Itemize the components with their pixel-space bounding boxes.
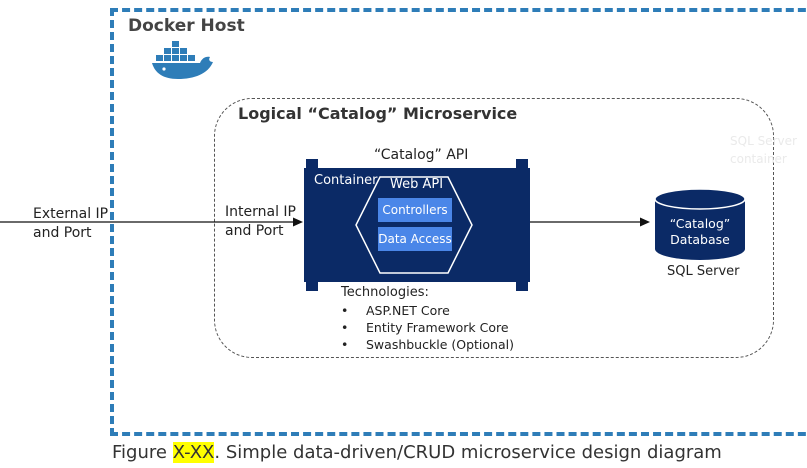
internal-port-line: and Port <box>225 223 284 239</box>
container-tab <box>516 282 528 291</box>
external-ip-label: External IP and Port <box>33 205 108 243</box>
bullet: • <box>341 320 349 335</box>
faint-text-line: SQL Server <box>730 134 797 148</box>
external-ip-line: External IP <box>33 206 109 222</box>
data-access-layer: Data Access <box>378 227 452 251</box>
microservice-title: Logical “Catalog” Microservice <box>238 104 518 123</box>
external-port-line: and Port <box>33 225 92 241</box>
technology-name: ASP.NET Core <box>366 303 450 318</box>
controllers-layer: Controllers <box>378 198 452 222</box>
technology-name: Entity Framework Core <box>366 320 509 335</box>
container-tab <box>516 159 528 168</box>
web-api-hexagon <box>355 176 473 274</box>
technology-name: Swashbuckle (Optional) <box>366 337 514 352</box>
container-box <box>304 168 530 282</box>
bullet: • <box>341 303 349 318</box>
database-label: “Catalog” Database <box>656 216 744 248</box>
figure-caption: Figure X-XX. Simple data-driven/CRUD mic… <box>112 442 722 463</box>
external-arrow-head <box>293 217 303 227</box>
technology-item: • Swashbuckle (Optional) <box>341 336 514 353</box>
container-tab <box>306 282 318 291</box>
faint-sql-server-container-text: SQL Server container <box>730 132 797 168</box>
internal-ip-label: Internal IP and Port <box>225 203 296 241</box>
docker-host-title: Docker Host <box>128 16 245 36</box>
web-api-label: Web API <box>390 177 444 192</box>
technologies-list: • ASP.NET Core • Entity Framework Core • Sw… <box>341 302 514 353</box>
container-tab <box>306 159 318 168</box>
caption-text: . Simple data-driven/CRUD microservice d… <box>214 442 722 463</box>
technology-item: • ASP.NET Core <box>341 302 514 319</box>
technology-item: • Entity Framework Core <box>341 319 514 336</box>
internal-ip-line: Internal IP <box>225 204 296 220</box>
database-arrow-head <box>640 217 650 227</box>
container-label: Container <box>314 173 378 188</box>
microservice-boundary <box>214 98 774 358</box>
database-cylinder-icon <box>654 188 746 260</box>
bullet: • <box>341 337 349 352</box>
faint-text-line: container <box>730 152 787 166</box>
docker-whale-icon <box>152 41 213 79</box>
technologies-title: Technologies: <box>341 285 429 300</box>
database-name: “Catalog” <box>669 216 731 231</box>
sql-server-label: SQL Server <box>667 264 740 279</box>
api-title: “Catalog” API <box>374 147 469 163</box>
caption-prefix: Figure <box>112 442 173 463</box>
caption-figure-number: X-XX <box>172 442 215 463</box>
database-type: Database <box>670 232 730 247</box>
